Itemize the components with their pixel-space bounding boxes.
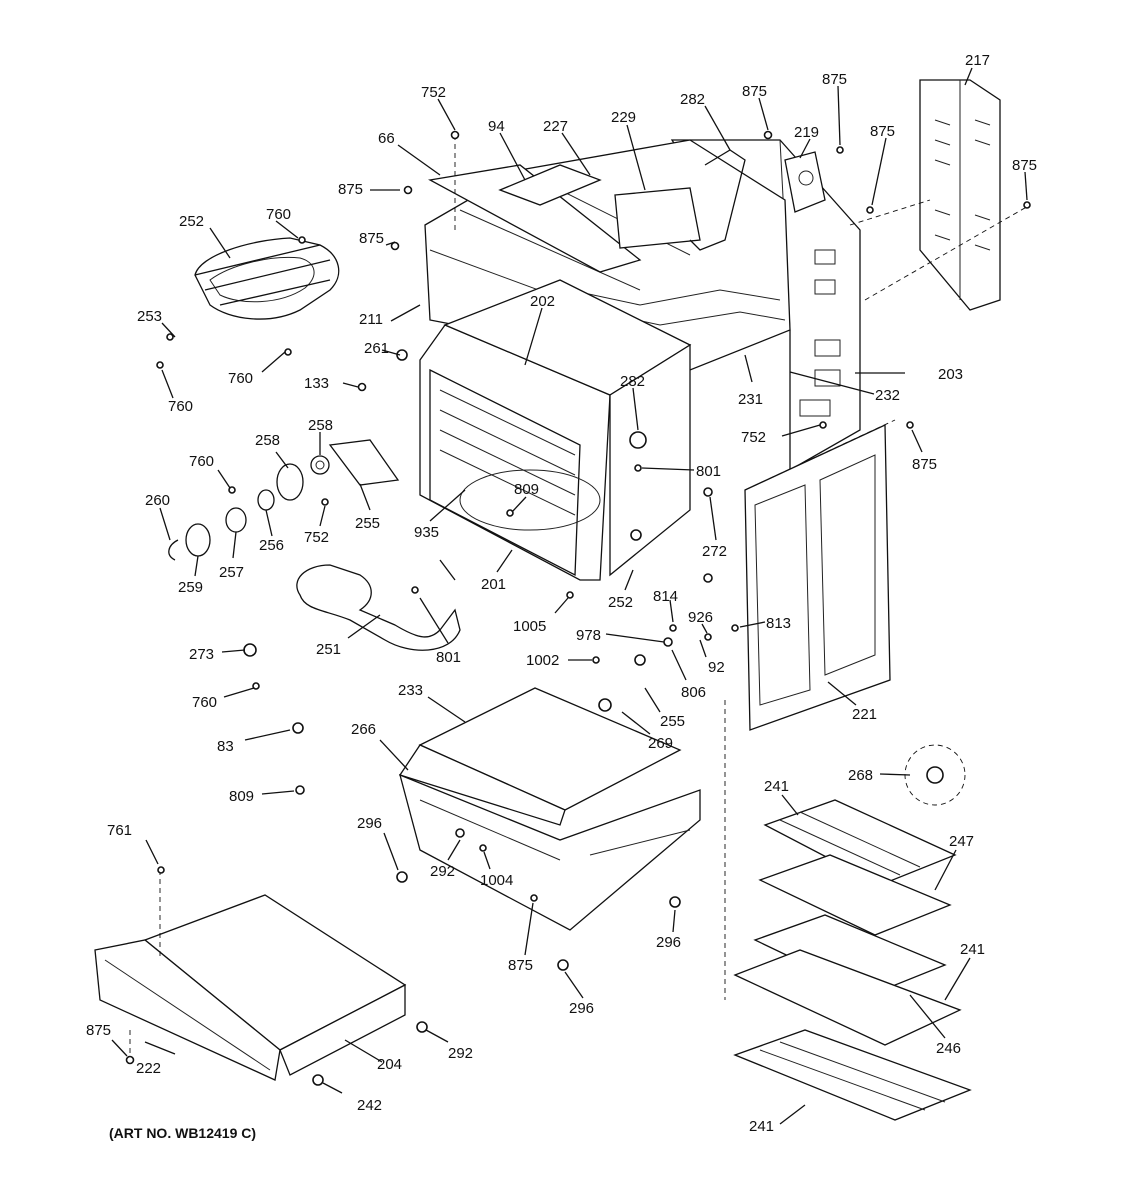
callout-809: 809 [514,481,539,498]
callout-269: 269 [648,735,673,752]
callout-266: 266 [351,721,376,738]
callout-66: 66 [378,130,395,147]
callout-935: 935 [414,524,439,541]
callout-227: 227 [543,118,568,135]
callout-272: 272 [702,543,727,560]
callout-231: 231 [738,391,763,408]
art-number-caption: (ART NO. WB12419 C) [109,1125,256,1141]
callout-203: 203 [938,366,963,383]
callout-221: 221 [852,706,877,723]
callout-233: 233 [398,682,423,699]
callout-875: 875 [822,71,847,88]
callout-760: 760 [192,694,217,711]
callout-251: 251 [316,641,341,658]
callout-219: 219 [794,124,819,141]
callout-806: 806 [681,684,706,701]
callout-875: 875 [86,1022,111,1039]
fan-assembly-drawing [168,439,400,561]
callout-252: 252 [179,213,204,230]
fasteners [125,130,1031,1086]
callout-241: 241 [749,1118,774,1135]
callout-752: 752 [421,84,446,101]
callout-255: 255 [660,713,685,730]
callout-1002: 1002 [526,652,559,669]
oven-cavity-drawing [419,279,692,581]
callout-257: 257 [219,564,244,581]
bake-element-drawing [296,559,461,651]
callout-760: 760 [228,370,253,387]
broil-element-drawing [194,237,340,320]
callout-268: 268 [848,767,873,784]
callout-201: 201 [481,576,506,593]
callout-752: 752 [741,429,766,446]
callout-875: 875 [1012,157,1037,174]
callout-1004: 1004 [480,872,513,889]
callout-809: 809 [229,788,254,805]
callout-760: 760 [189,453,214,470]
callout-255: 255 [355,515,380,532]
callout-261: 261 [364,340,389,357]
callout-875: 875 [742,83,767,100]
callout-92: 92 [708,659,725,676]
callout-202: 202 [530,293,555,310]
callout-292: 292 [430,863,455,880]
oven-racks-drawing [733,744,972,1121]
callout-246: 246 [936,1040,961,1057]
leader-lines [111,67,1028,1125]
callout-801: 801 [436,649,461,666]
part-drawings [94,79,1031,1121]
callout-222: 222 [136,1060,161,1077]
callout-978: 978 [576,627,601,644]
callout-1005: 1005 [513,618,546,635]
callout-875: 875 [912,456,937,473]
callout-296: 296 [569,1000,594,1017]
callout-926: 926 [688,609,713,626]
callout-253: 253 [137,308,162,325]
callout-296: 296 [357,815,382,832]
callout-875: 875 [338,181,363,198]
callout-229: 229 [611,109,636,126]
rear-cover-drawing [919,79,1001,311]
callout-282: 282 [620,373,645,390]
callout-247: 247 [949,833,974,850]
callout-133: 133 [304,375,329,392]
callout-260: 260 [145,492,170,509]
callout-83: 83 [217,738,234,755]
warming-drawer-drawing [94,894,407,1081]
callout-204: 204 [377,1056,402,1073]
callout-875: 875 [359,230,384,247]
callout-258: 258 [255,432,280,449]
callout-273: 273 [189,646,214,663]
callout-241: 241 [764,778,789,795]
callout-217: 217 [965,52,990,69]
callout-760: 760 [168,398,193,415]
callout-875: 875 [508,957,533,974]
callout-232: 232 [875,387,900,404]
callout-875: 875 [870,123,895,140]
callout-labels: 752 66 94 227 229 282 875 219 875 875 21… [86,52,1037,1135]
callout-94: 94 [488,118,505,135]
callout-801: 801 [696,463,721,480]
callout-814: 814 [653,588,678,605]
drawer-support-drawing [398,687,701,931]
callout-259: 259 [178,579,203,596]
callout-241: 241 [960,941,985,958]
callout-752: 752 [304,529,329,546]
oven-door-drawing [744,419,896,731]
callout-211: 211 [359,311,383,328]
control-cover-drawing [784,151,826,213]
callout-761: 761 [107,822,132,839]
callout-292: 292 [448,1045,473,1062]
alignment-lines [129,135,1031,1060]
callout-282: 282 [680,91,705,108]
callout-760: 760 [266,206,291,223]
callout-252: 252 [608,594,633,611]
callout-258: 258 [308,417,333,434]
callout-813: 813 [766,615,791,632]
callout-242: 242 [357,1097,382,1114]
callout-296: 296 [656,934,681,951]
callout-256: 256 [259,537,284,554]
